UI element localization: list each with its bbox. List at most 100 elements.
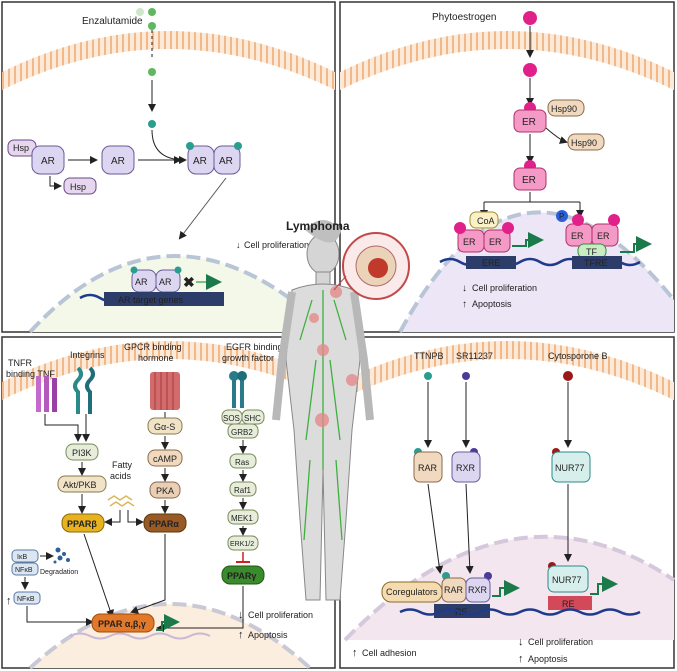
er-receptor xyxy=(513,109,547,133)
er-label: ER xyxy=(522,117,536,128)
enzalutamide-molecule xyxy=(148,8,156,16)
degradation-icon xyxy=(53,547,70,564)
ikb-label: IκB xyxy=(17,554,27,561)
nfkb-node xyxy=(13,591,41,605)
gene-label: AR target genes xyxy=(118,295,184,305)
arrow xyxy=(465,483,474,574)
ppar-complex xyxy=(91,613,155,633)
ikb-node xyxy=(11,549,39,563)
bound-ligand xyxy=(608,214,620,226)
down-arrow-icon: ↓ xyxy=(236,240,241,250)
shc-label: SHC xyxy=(244,414,261,423)
rxr-receptor xyxy=(465,577,491,603)
effect-text: Apoptosis xyxy=(528,654,568,664)
mek1-node xyxy=(227,509,259,525)
effect-text: Apoptosis xyxy=(248,630,288,640)
transcription-arrow xyxy=(620,236,652,253)
nuclear-envelope xyxy=(28,602,312,670)
er-label: ER xyxy=(597,231,610,241)
transcription-arrow xyxy=(492,580,520,597)
arrow xyxy=(545,127,568,144)
ras-label: Ras xyxy=(235,458,249,467)
arrow xyxy=(130,534,166,614)
tfre-label: TFRE xyxy=(584,258,608,268)
er-label: ER xyxy=(489,237,502,247)
ppar-alpha-node xyxy=(143,513,187,533)
ppar-gamma-node xyxy=(221,565,265,585)
ppar-complex-label: PPAR α,β,γ xyxy=(98,619,146,629)
phosphate-label: P xyxy=(559,212,564,221)
phytoestrogen-molecule xyxy=(523,11,537,25)
figure-title: Lymphoma xyxy=(286,219,350,233)
bound-ligand xyxy=(234,142,242,150)
cell-membrane xyxy=(340,341,674,400)
arrow xyxy=(156,586,244,632)
effect-text: Apoptosis xyxy=(472,299,512,309)
down-arrow-icon: ↓ xyxy=(462,283,467,294)
egfr-receptor-icon xyxy=(229,371,247,408)
pka-label: PKA xyxy=(156,486,174,496)
pi3k-label: PI3K xyxy=(72,448,92,458)
up-arrow-icon: ↑ xyxy=(238,629,244,641)
rxr-label: RXR xyxy=(468,585,488,595)
bound-ligand xyxy=(572,214,584,226)
effect-text: Cell proliferation xyxy=(528,637,593,647)
hsp-protein xyxy=(63,177,97,195)
rar-label: RAR xyxy=(418,463,438,473)
coregulators-label: Coregulators xyxy=(386,587,438,597)
down-arrow-icon: ↓ xyxy=(238,609,244,621)
gene-block-re xyxy=(548,596,592,610)
phytoestrogen-label: Phytoestrogen xyxy=(432,12,497,23)
arrow xyxy=(127,510,144,526)
ar-receptor xyxy=(213,145,241,175)
akt-label: Akt/PKB xyxy=(63,480,97,490)
arrow xyxy=(178,177,227,240)
hsp90-label: Hsp90 xyxy=(551,104,577,114)
down-arrow-icon: ↓ xyxy=(518,636,524,648)
fatty-acid-icon xyxy=(107,495,135,507)
enzalutamide-molecule xyxy=(148,120,156,128)
arrow xyxy=(26,606,94,626)
camp-node xyxy=(147,449,183,467)
dna-strand xyxy=(399,608,641,616)
integrins-label: Integrins xyxy=(70,350,105,360)
hsp90-protein xyxy=(567,133,605,151)
camp-label: cAMP xyxy=(153,454,177,464)
enzalutamide-molecule xyxy=(148,22,156,30)
er-label: ER xyxy=(571,231,584,241)
cell-membrane xyxy=(2,341,335,400)
erk-label: ERK1/2 xyxy=(230,541,254,548)
ar-receptor xyxy=(31,145,65,175)
dna-strand xyxy=(69,632,211,640)
integrin-receptor-icon xyxy=(73,366,95,414)
nfkb-label: NFκB xyxy=(17,596,35,603)
bound-ligand xyxy=(186,142,194,150)
gene-block-tfre xyxy=(572,256,622,269)
arrow xyxy=(427,483,444,574)
effect-text: Cell adhesion xyxy=(362,648,417,658)
phosphate xyxy=(556,210,568,222)
ar-label: AR xyxy=(111,156,125,167)
rar-label: RAR xyxy=(444,585,464,595)
enzalutamide-label: Enzalutamide xyxy=(82,16,143,27)
cytosporone-label: Cytosporone B xyxy=(548,351,608,361)
pi3k-node xyxy=(65,443,99,461)
cytosporone-molecule xyxy=(563,371,573,381)
sr11237-label: SR11237 xyxy=(456,351,493,361)
ppar-alpha-label: PPARα xyxy=(149,519,179,529)
gas-node xyxy=(147,417,183,435)
bound-ligand xyxy=(174,266,182,274)
nur77-receptor xyxy=(547,565,589,593)
hsp90-label: Hsp90 xyxy=(571,138,597,148)
transcription-arrow xyxy=(156,614,180,631)
hsp-label: Hsp xyxy=(13,143,29,153)
ar-label: AR xyxy=(135,277,148,287)
nur77-label: NUR77 xyxy=(552,575,582,585)
er-label: ER xyxy=(522,175,536,186)
inset-pointer xyxy=(333,275,347,291)
gpcr-receptor-icon xyxy=(150,372,180,410)
transcription-arrow xyxy=(590,576,618,595)
